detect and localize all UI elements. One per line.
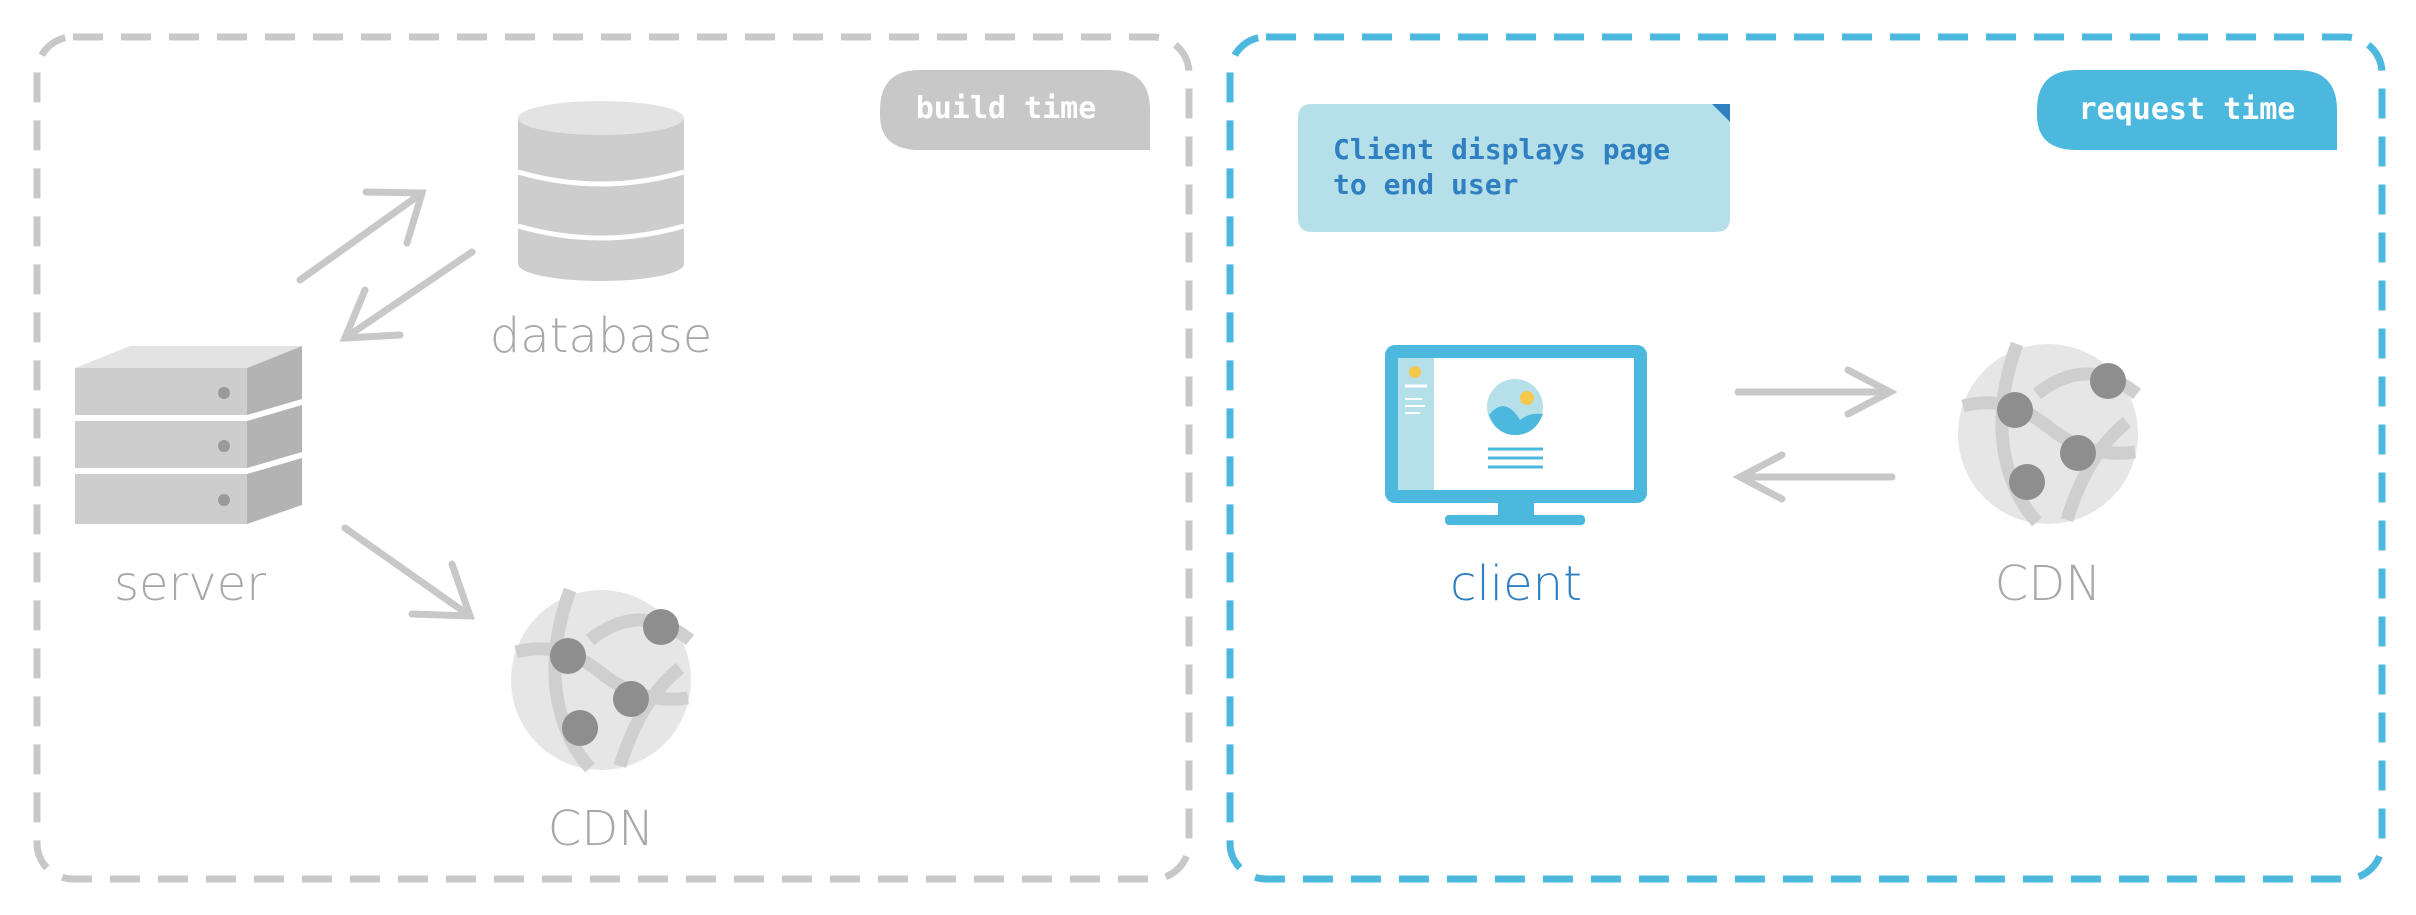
database-to-server-arrow <box>339 248 476 342</box>
cdn-icon <box>1958 341 2142 527</box>
server-icon <box>75 346 302 524</box>
cdn-label: CDN <box>548 801 654 857</box>
cdn-label: CDN <box>1995 556 2101 612</box>
client-monitor-icon <box>1385 345 1647 525</box>
server-to-cdn-arrow <box>341 524 475 620</box>
build-time-border <box>33 33 1193 883</box>
database-icon <box>517 101 685 281</box>
cdn-icon <box>511 587 695 773</box>
server-to-database-arrow <box>296 188 427 284</box>
request-time-label: request time <box>2079 92 2296 127</box>
build-time-panel: build time server database <box>33 33 1193 883</box>
request-time-border <box>1226 33 2386 883</box>
request-time-badge: request time <box>2037 70 2337 150</box>
note-line-2: to end user <box>1333 168 1518 201</box>
note-callout: Client displays page to end user <box>1298 104 1730 232</box>
client-label: client <box>1450 556 1582 612</box>
database-label: database <box>490 308 713 364</box>
build-time-badge: build time <box>880 70 1150 150</box>
server-label: server <box>114 556 266 612</box>
build-time-label: build time <box>916 91 1097 126</box>
cdn-to-client-arrow <box>1732 451 1896 503</box>
request-time-panel: request time Client displays page to end… <box>1226 33 2386 883</box>
client-to-cdn-arrow <box>1734 366 1898 418</box>
note-line-1: Client displays page <box>1333 133 1670 166</box>
